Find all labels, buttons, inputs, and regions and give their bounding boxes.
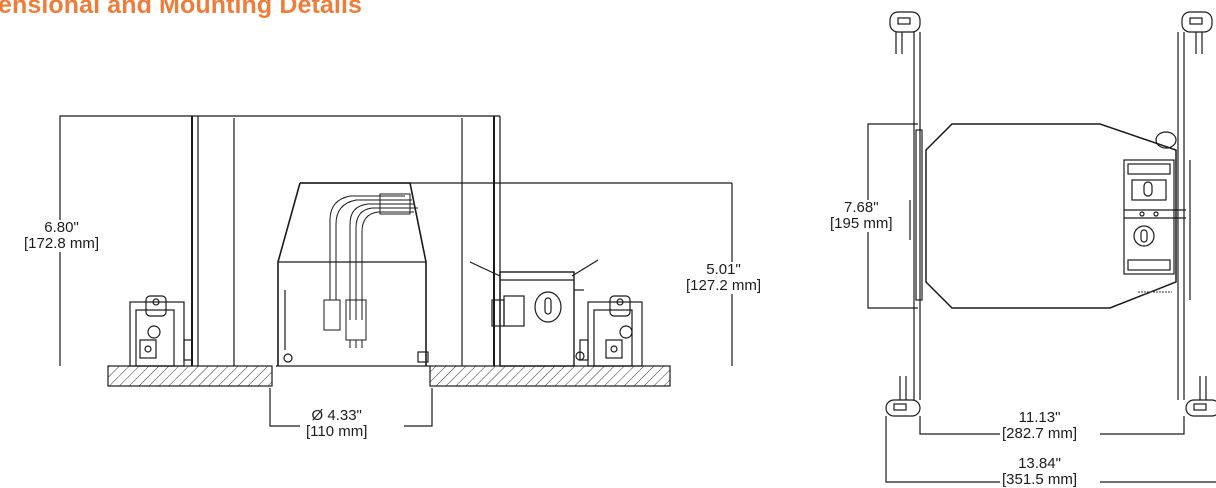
left-mounting-bracket (129, 295, 193, 367)
mounting-bar-right (1177, 32, 1191, 400)
junction-box (469, 259, 599, 367)
housing-can (276, 182, 430, 367)
housing-dimension-label: 5.01" [127.2 mm] (686, 261, 762, 294)
wiring (323, 193, 418, 348)
bottom-right-clip (1185, 376, 1216, 417)
top-junction-box (1123, 159, 1186, 275)
side-view (59, 115, 733, 427)
top-view-height-label: 7.68" [195 mm] (830, 200, 893, 232)
top-view (867, 11, 1216, 483)
bottom-left-clip (885, 376, 921, 417)
inner-width-metric: [282.7 mm] (1002, 425, 1078, 442)
aperture-dimension-metric: [110 mm] (306, 423, 368, 440)
height-dimension-label: 6.80" [172.8 mm] (24, 219, 100, 252)
mounting-frame (191, 116, 495, 366)
top-left-clip (889, 11, 921, 54)
mounting-bar-left (909, 32, 923, 400)
height-dimension-metric: [172.8 mm] (24, 235, 100, 252)
outer-width-dimension-line (885, 416, 1216, 483)
height-dimension-imperial: 6.80" (44, 219, 79, 236)
housing-dimension-metric: [127.2 mm] (686, 277, 762, 294)
aperture-dimension-line (269, 388, 433, 427)
top-right-clip (1181, 11, 1213, 54)
aperture-dimension-imperial: Ø 4.33" (311, 407, 362, 424)
page-title: ensional and Mounting Details (0, 0, 363, 19)
mounting-plate (925, 123, 1177, 309)
aperture-dimension-label: Ø 4.33" [110 mm] (306, 407, 368, 440)
housing-dimension-imperial: 5.01" (706, 261, 741, 278)
ceiling-section (107, 365, 671, 387)
inner-width-imperial: 11.13" (1018, 409, 1061, 426)
top-view-height-metric: [195 mm] (830, 215, 893, 232)
outer-width-imperial: 13.84" (1018, 455, 1061, 472)
inner-width-label: 11.13" [282.7 mm] (1002, 409, 1078, 442)
outer-width-label: 13.84" [351.5 mm] (1002, 455, 1078, 488)
right-mounting-bracket (579, 295, 643, 367)
inner-width-dimension-line (919, 416, 1185, 435)
height-dimension-box (59, 115, 501, 366)
outer-width-metric: [351.5 mm] (1002, 471, 1078, 488)
top-view-height-imperial: 7.68" (844, 199, 879, 216)
